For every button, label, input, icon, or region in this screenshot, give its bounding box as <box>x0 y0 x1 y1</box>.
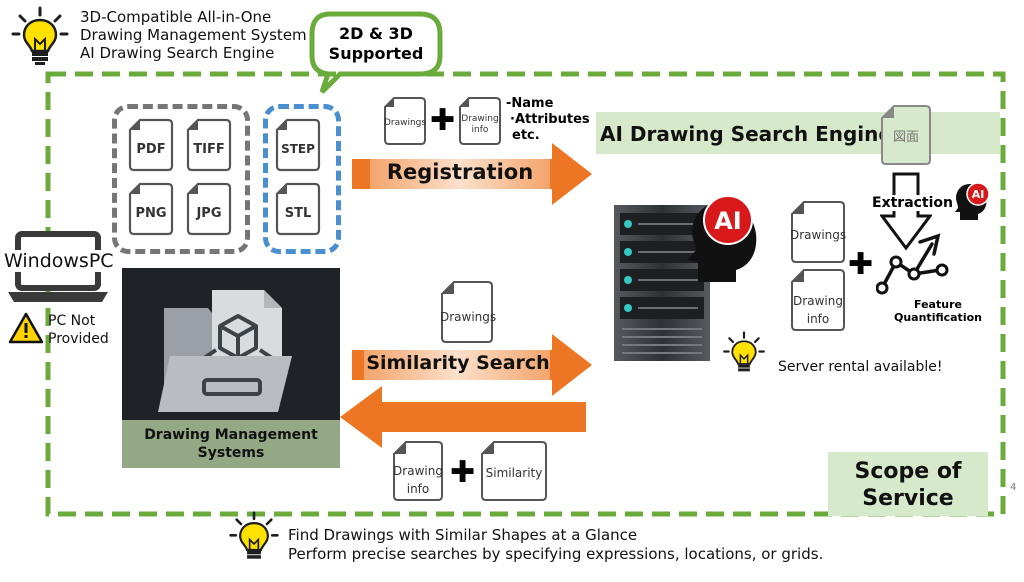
pc-warning-text: PC Not Provided <box>48 312 109 348</box>
engine-plus-icon: ✚ <box>848 247 874 282</box>
note-etc: etc. <box>512 128 540 143</box>
dms-line-2: Systems <box>197 445 265 461</box>
footer-line-1: Find Drawings with Similar Shapes at a G… <box>288 526 638 544</box>
plus-icon: ✚ <box>430 103 456 138</box>
feature-label: Feature Quantification <box>888 298 988 324</box>
ai-head-large-icon: AI <box>688 195 757 282</box>
registration-info-line-2: info <box>471 125 489 135</box>
engine-info-line-2: info <box>806 312 830 326</box>
server-lightbulb-icon <box>722 326 766 380</box>
pc-label: WindowsPC <box>4 250 114 272</box>
footer-line-2: Perform precise searches by specifying e… <box>288 545 824 563</box>
scope-line-1: Scope of <box>854 459 962 484</box>
dms-line-1: Drawing Management <box>144 427 318 443</box>
header-line-1: 3D-Compatible All-in-One <box>80 8 272 26</box>
pdf-file-icon: PDF <box>128 118 174 172</box>
png-file-icon: PNG <box>128 182 174 236</box>
jpg-label: JPG <box>196 206 222 221</box>
engine-drawings-icon: Drawings <box>790 200 846 264</box>
stl-file-icon: STL <box>275 182 321 236</box>
jpg-file-icon: JPG <box>186 182 232 236</box>
similarity-label: Similarity Search <box>366 352 550 374</box>
tiff-file-icon: TIFF <box>186 118 232 172</box>
registration-drawing-info-icon: Drawing info <box>458 96 502 146</box>
engine-info-line-1: Drawing <box>793 294 843 308</box>
note-name: -Name <box>506 96 554 111</box>
registration-drawings-label: Drawings <box>383 118 427 128</box>
warning-icon <box>8 312 44 344</box>
engine-drawings-label: Drawings <box>790 228 847 242</box>
extraction-label: Extraction <box>870 195 956 211</box>
footer-lightbulb-icon <box>228 508 280 566</box>
note-attributes: ·Attributes <box>510 112 590 127</box>
png-label: PNG <box>135 206 167 221</box>
pc-warning-line-1: PC Not <box>48 313 96 329</box>
step-file-icon: STEP <box>275 118 321 172</box>
page-number: 4 <box>1010 482 1017 493</box>
drawing-document-label: 図面 <box>892 130 919 145</box>
feature-line-1: Feature <box>914 298 962 311</box>
dms-label: Drawing Management Systems <box>122 420 340 468</box>
pdf-label: PDF <box>136 142 166 157</box>
similarity-drawings-icon: Drawings <box>440 280 497 344</box>
header-text: 3D-Compatible All-in-One Drawing Managem… <box>80 8 324 62</box>
bubble-line-1: 2D & 3D <box>339 24 413 43</box>
return-drawing-info-icon: Drawing info <box>392 440 444 502</box>
registration-arrow <box>352 143 592 205</box>
pc-warning-line-2: Provided <box>48 331 109 347</box>
return-similarity-label: Similarity <box>485 466 543 480</box>
registration-drawings-icon: Drawings <box>383 96 427 146</box>
extraction-arrow <box>880 172 932 251</box>
feature-line-2: Quantification <box>894 311 982 324</box>
similarity-drawings-label: Drawings <box>440 310 497 324</box>
return-info-line-1: Drawing <box>393 464 443 478</box>
folder-cube-icon <box>158 290 292 412</box>
header-line-2: Drawing Management System + <box>80 26 324 44</box>
return-arrow <box>340 386 586 448</box>
tiff-label: TIFF <box>193 142 225 157</box>
step-label: STEP <box>281 142 315 156</box>
ai-badge-text: AI <box>972 188 985 201</box>
return-info-line-2: info <box>406 482 430 496</box>
scope-line-2: Service <box>862 486 954 511</box>
bubble-line-2: Supported <box>328 44 424 63</box>
return-plus-icon: ✚ <box>450 455 476 490</box>
similarity-arrow <box>352 334 592 396</box>
registration-info-line-1: Drawing <box>461 114 499 124</box>
engine-band <box>596 112 1000 154</box>
server-note: Server rental available! <box>778 359 943 375</box>
server-ai-text: AI <box>714 207 742 235</box>
ai-head-small-icon: AI <box>955 182 990 220</box>
lightbulb-icon <box>10 6 70 66</box>
registration-notes: -Name ·Attributes etc. <box>506 96 590 144</box>
return-similarity-icon: Similarity <box>480 440 548 502</box>
drawing-document-icon: 図面 <box>880 104 932 166</box>
engine-drawing-info-icon: Drawing info <box>790 268 846 332</box>
stl-label: STL <box>284 206 312 221</box>
format-3d-group <box>263 104 341 254</box>
header-line-3: AI Drawing Search Engine <box>80 44 275 62</box>
server-icon <box>614 205 710 361</box>
footer-text: Find Drawings with Similar Shapes at a G… <box>288 526 823 564</box>
scope-of-service-box: Scope of Service <box>828 452 988 516</box>
registration-label: Registration <box>386 160 534 184</box>
format-2d-group <box>112 104 250 254</box>
engine-title: AI Drawing Search Engine <box>600 122 892 146</box>
feature-graph-icon <box>876 233 949 295</box>
